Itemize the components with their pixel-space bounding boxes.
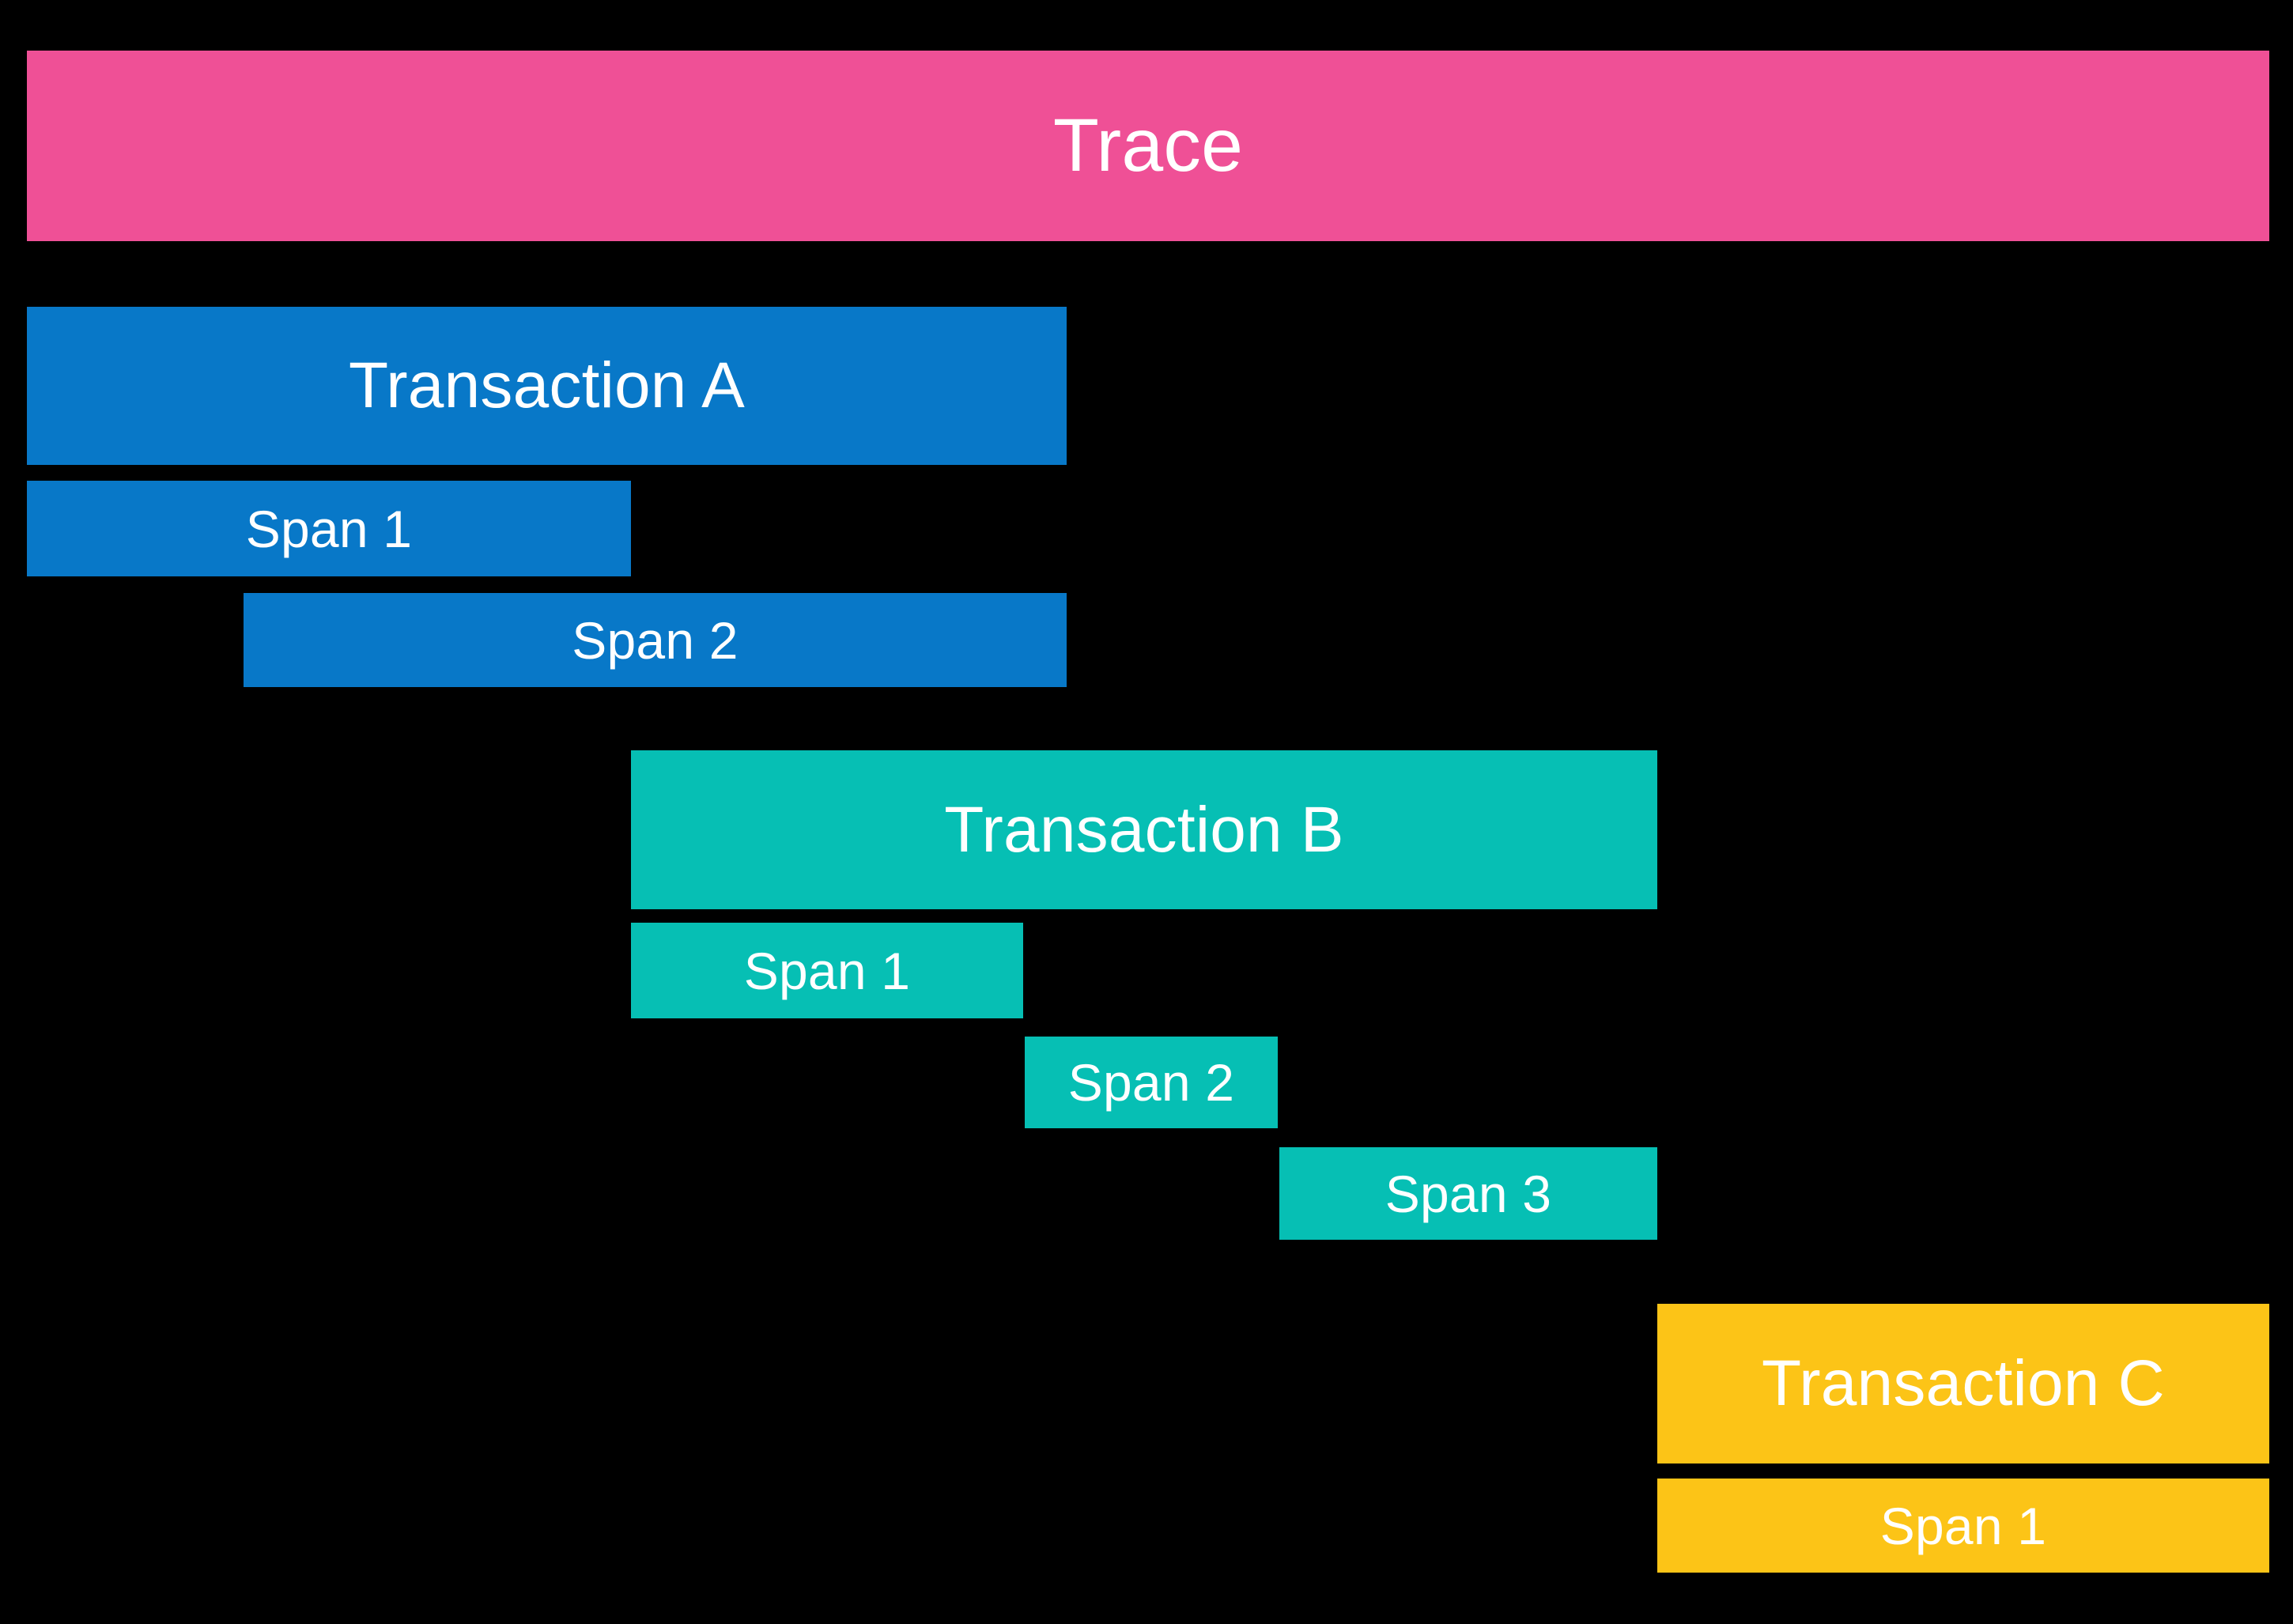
bar-label: Transaction A [349, 349, 745, 421]
span-bar-b-span-1[interactable]: Span 1 [631, 923, 1023, 1018]
span-bar-c-span-1[interactable]: Span 1 [1657, 1479, 2269, 1573]
span-bar-a-span-2[interactable]: Span 2 [244, 593, 1067, 687]
bar-label: Span 1 [245, 499, 413, 558]
bar-label: Transaction B [944, 793, 1344, 866]
bar-label: Span 2 [1067, 1053, 1235, 1112]
bar-label: Span 1 [1879, 1496, 2047, 1555]
transaction-bar-b[interactable]: Transaction B [631, 750, 1657, 909]
span-bar-a-span-1[interactable]: Span 1 [27, 481, 631, 576]
bar-label: Trace [1052, 104, 1244, 187]
transaction-bar-a[interactable]: Transaction A [27, 307, 1067, 465]
bar-label: Transaction C [1762, 1347, 2165, 1419]
transaction-bar-c[interactable]: Transaction C [1657, 1304, 2269, 1463]
span-bar-b-span-3[interactable]: Span 3 [1279, 1147, 1657, 1240]
bar-label: Span 1 [743, 941, 911, 1000]
trace-bar[interactable]: Trace [27, 51, 2269, 241]
bar-label: Span 3 [1384, 1164, 1552, 1223]
bar-label: Span 2 [572, 610, 739, 670]
span-bar-b-span-2[interactable]: Span 2 [1025, 1037, 1278, 1128]
